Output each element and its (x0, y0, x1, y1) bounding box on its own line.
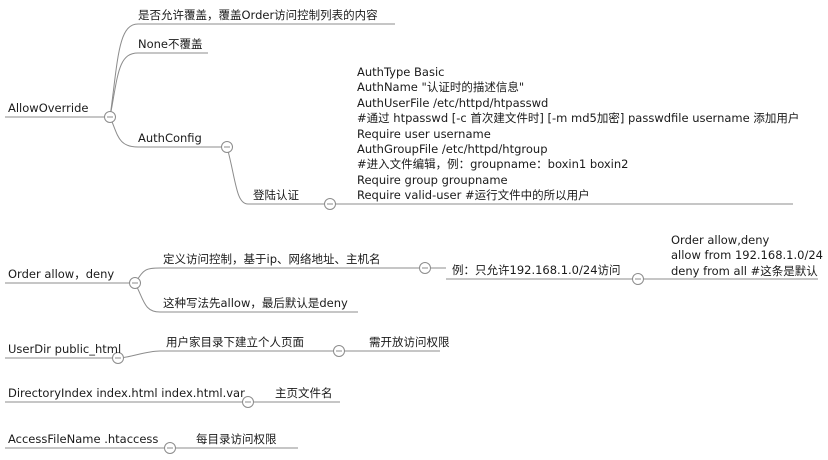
collapse-directoryindex-button[interactable] (242, 396, 254, 408)
node-order-default[interactable]: 这种写法先allow，最后默认是deny (163, 296, 348, 310)
node-authconfig[interactable]: AuthConfig (138, 131, 202, 145)
collapse-order-define-button[interactable] (419, 262, 431, 274)
topic-directoryindex[interactable]: DirectoryIndex index.html index.html.var (8, 386, 245, 400)
node-order-example[interactable]: 例：只允许192.168.1.0/24访问 (452, 263, 621, 277)
branch-order-define (134, 267, 396, 284)
topic-userdir[interactable]: UserDir public_html (8, 342, 122, 356)
node-order-define[interactable]: 定义访问控制，基于ip、网络地址、主机名 (163, 252, 381, 266)
auth-line: AuthGroupFile /etc/httpd/htgroup (357, 142, 548, 157)
node-allow-override-desc[interactable]: 是否允许覆盖，覆盖Order访问控制列表的内容 (138, 8, 378, 22)
order-line: Order allow,deny (671, 233, 770, 247)
auth-line: AuthType Basic (357, 65, 445, 79)
collapse-accessfilename-button[interactable] (164, 442, 176, 454)
node-userdir-personal-page[interactable]: 用户家目录下建立个人页面 (166, 335, 304, 349)
auth-line: Require group groupname (357, 172, 508, 187)
node-homepage-filename[interactable]: 主页文件名 (275, 386, 333, 400)
node-login-auth[interactable]: 登陆认证 (253, 188, 299, 202)
branch-userdir (117, 350, 333, 359)
auth-line: AuthUserFile /etc/httpd/htpasswd (357, 95, 549, 110)
collapse-order-example-button[interactable] (632, 273, 644, 285)
topic-order[interactable]: Order allow，deny (8, 267, 115, 281)
collapse-allowoverride-button[interactable] (104, 111, 116, 123)
collapse-userdir-button[interactable] (112, 352, 124, 364)
auth-line: Require valid-user #运行文件中的所以用户 (357, 188, 590, 203)
order-line: deny from all #这条是默认 (671, 263, 818, 278)
collapse-authconfig-button[interactable] (221, 141, 233, 153)
auth-line: Require user username (357, 126, 491, 141)
node-userdir-permission[interactable]: 需开放访问权限 (369, 335, 450, 349)
node-per-dir-permission[interactable]: 每目录访问权限 (196, 432, 277, 446)
collapse-login-button[interactable] (324, 198, 336, 210)
topic-allowoverride[interactable]: AllowOverride (8, 101, 89, 115)
auth-line: AuthName "认证时的描述信息" (357, 80, 525, 95)
topic-accessfilename[interactable]: AccessFileName .htaccess (8, 432, 159, 446)
collapse-order-button[interactable] (129, 277, 141, 289)
auth-line: #通过 htpasswd [-c 首次建文件时] [-m md5加密] pass… (357, 111, 800, 126)
auth-line: #进入文件编辑，例：groupname：boxin1 boxin2 (357, 157, 629, 172)
collapse-userdir-child-button[interactable] (333, 345, 345, 357)
order-line: allow from 192.168.1.0/24 (671, 248, 823, 263)
branch-allow-desc (109, 23, 395, 118)
branch-login (226, 146, 324, 205)
node-order-lines[interactable]: Order allow,deny allow from 192.168.1.0/… (671, 233, 823, 279)
node-auth-details[interactable]: AuthType Basic AuthName "认证时的描述信息" AuthU… (357, 65, 799, 204)
branch-none (109, 52, 208, 118)
node-none[interactable]: None不覆盖 (138, 37, 203, 51)
